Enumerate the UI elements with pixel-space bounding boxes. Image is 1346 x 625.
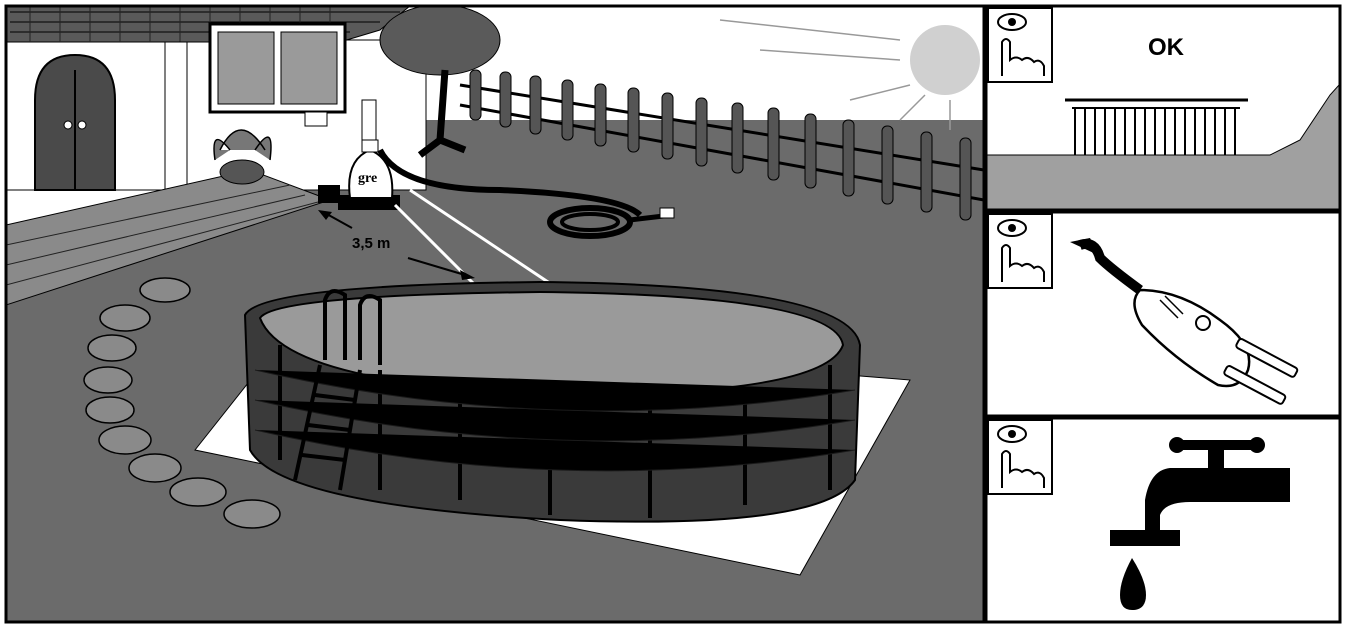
eye-hand-icon bbox=[988, 8, 1052, 82]
house-pillar bbox=[165, 42, 187, 192]
pool bbox=[245, 282, 860, 522]
wall-socket bbox=[305, 112, 327, 126]
eye-hand-icon bbox=[988, 420, 1052, 494]
roof-tiles bbox=[6, 6, 410, 42]
house-door bbox=[35, 55, 115, 190]
distance-label: 3,5 m bbox=[352, 235, 390, 252]
house-window bbox=[210, 24, 345, 112]
wall-tap bbox=[362, 100, 376, 140]
panel-electric-plug bbox=[986, 212, 1340, 416]
eye-hand-icon bbox=[988, 214, 1052, 288]
main-scene: gre 3,5 m bbox=[6, 5, 985, 622]
panel-level-ground: OK bbox=[986, 6, 1340, 210]
panel-water-tap bbox=[986, 418, 1340, 622]
filter-brand: gre bbox=[358, 171, 377, 186]
ok-caption: OK bbox=[1148, 34, 1185, 61]
